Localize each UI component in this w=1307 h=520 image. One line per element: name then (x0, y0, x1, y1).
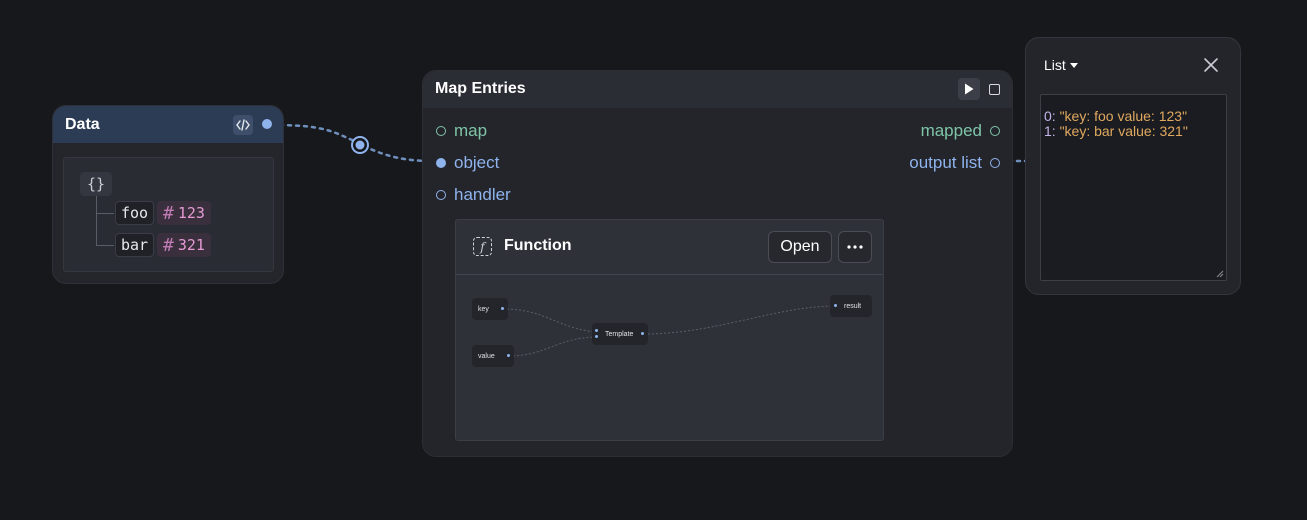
view-mode-dropdown[interactable]: List (1044, 57, 1078, 73)
list-item-value: "key: bar value: 321" (1059, 123, 1188, 139)
open-function-button[interactable]: Open (768, 231, 832, 263)
map-entries-title: Map Entries (435, 80, 526, 97)
data-node[interactable]: Data {} foo # 123 bar # 321 (52, 105, 284, 284)
list-item: 1: "key: bar value: 321" (1044, 124, 1223, 139)
data-output-port[interactable] (262, 119, 272, 129)
input-port-object[interactable]: object (436, 153, 499, 173)
port-ring-icon[interactable] (990, 126, 1000, 136)
function-preview-wires (502, 305, 837, 357)
list-item-index: 0: (1044, 108, 1056, 124)
function-icon: f (473, 237, 492, 256)
preview-node-key: key (472, 298, 508, 320)
map-entries-header[interactable]: Map Entries (423, 71, 1012, 108)
number-value: 123 (177, 204, 205, 222)
list-item-index: 1: (1044, 123, 1056, 139)
tree-key-bar[interactable]: bar (115, 233, 155, 257)
tree-key-foo[interactable]: foo (115, 201, 155, 225)
list-item-value: "key: foo value: 123" (1059, 108, 1188, 124)
output-port-output-list[interactable]: output list (909, 153, 1000, 173)
list-item: 0: "key: foo value: 123" (1044, 109, 1223, 124)
input-label-map: map (454, 121, 488, 140)
more-icon (847, 245, 863, 249)
run-button[interactable] (958, 78, 980, 100)
close-icon[interactable] (1202, 56, 1220, 74)
preview-node-template-label: Template (605, 330, 634, 338)
function-card[interactable]: f Function Open key value Templ (455, 219, 884, 441)
function-title: Function (504, 237, 572, 254)
data-node-title: Data (65, 115, 100, 133)
preview-node-result-label: result (844, 302, 862, 310)
port-ring-icon[interactable] (436, 126, 446, 136)
input-label-handler: handler (454, 185, 511, 204)
list-output-panel[interactable]: List 0: "key: foo value: 123" 1: "key: b… (1025, 37, 1241, 295)
preview-node-value-label: value (478, 352, 495, 360)
port-ring-icon[interactable] (436, 190, 446, 200)
number-value: 321 (177, 236, 205, 254)
port-filled-icon[interactable] (436, 158, 446, 168)
object-brace-chip[interactable]: {} (80, 172, 112, 196)
tree-value-bar[interactable]: # 321 (157, 233, 211, 257)
number-type-icon: # (163, 202, 174, 224)
map-entries-node[interactable]: Map Entries map object handler mapped ou… (422, 70, 1013, 457)
preview-node-value: value (472, 345, 514, 367)
tree-value-foo[interactable]: # 123 (157, 201, 211, 225)
preview-node-key-label: key (478, 305, 489, 313)
function-card-header: f Function Open (456, 220, 883, 275)
output-label-mapped: mapped (920, 121, 982, 140)
input-port-handler[interactable]: handler (436, 185, 511, 205)
play-icon (965, 83, 974, 95)
list-output-textarea[interactable]: 0: "key: foo value: 123" 1: "key: bar va… (1040, 94, 1227, 281)
object-tree: {} foo # 123 bar # 321 (63, 157, 274, 272)
output-port-mapped[interactable]: mapped (921, 121, 1000, 141)
resize-handle-icon[interactable] (1216, 270, 1224, 278)
output-label-output-list: output list (909, 153, 982, 172)
wire-data-to-object (270, 123, 434, 163)
number-type-icon: # (163, 234, 174, 256)
chevron-down-icon (1069, 62, 1078, 68)
code-view-button[interactable] (233, 115, 253, 135)
stop-button[interactable] (989, 84, 1000, 95)
data-node-header[interactable]: Data (53, 106, 283, 143)
port-ring-icon[interactable] (990, 158, 1000, 168)
preview-node-result: result (830, 295, 872, 317)
preview-node-template: Template (592, 323, 648, 345)
input-port-map[interactable]: map (436, 121, 487, 141)
view-mode-label: List (1044, 57, 1066, 73)
code-icon (236, 119, 250, 131)
input-label-object: object (454, 153, 500, 172)
wire-reroute-handle (351, 136, 369, 154)
more-options-button[interactable] (838, 231, 872, 263)
